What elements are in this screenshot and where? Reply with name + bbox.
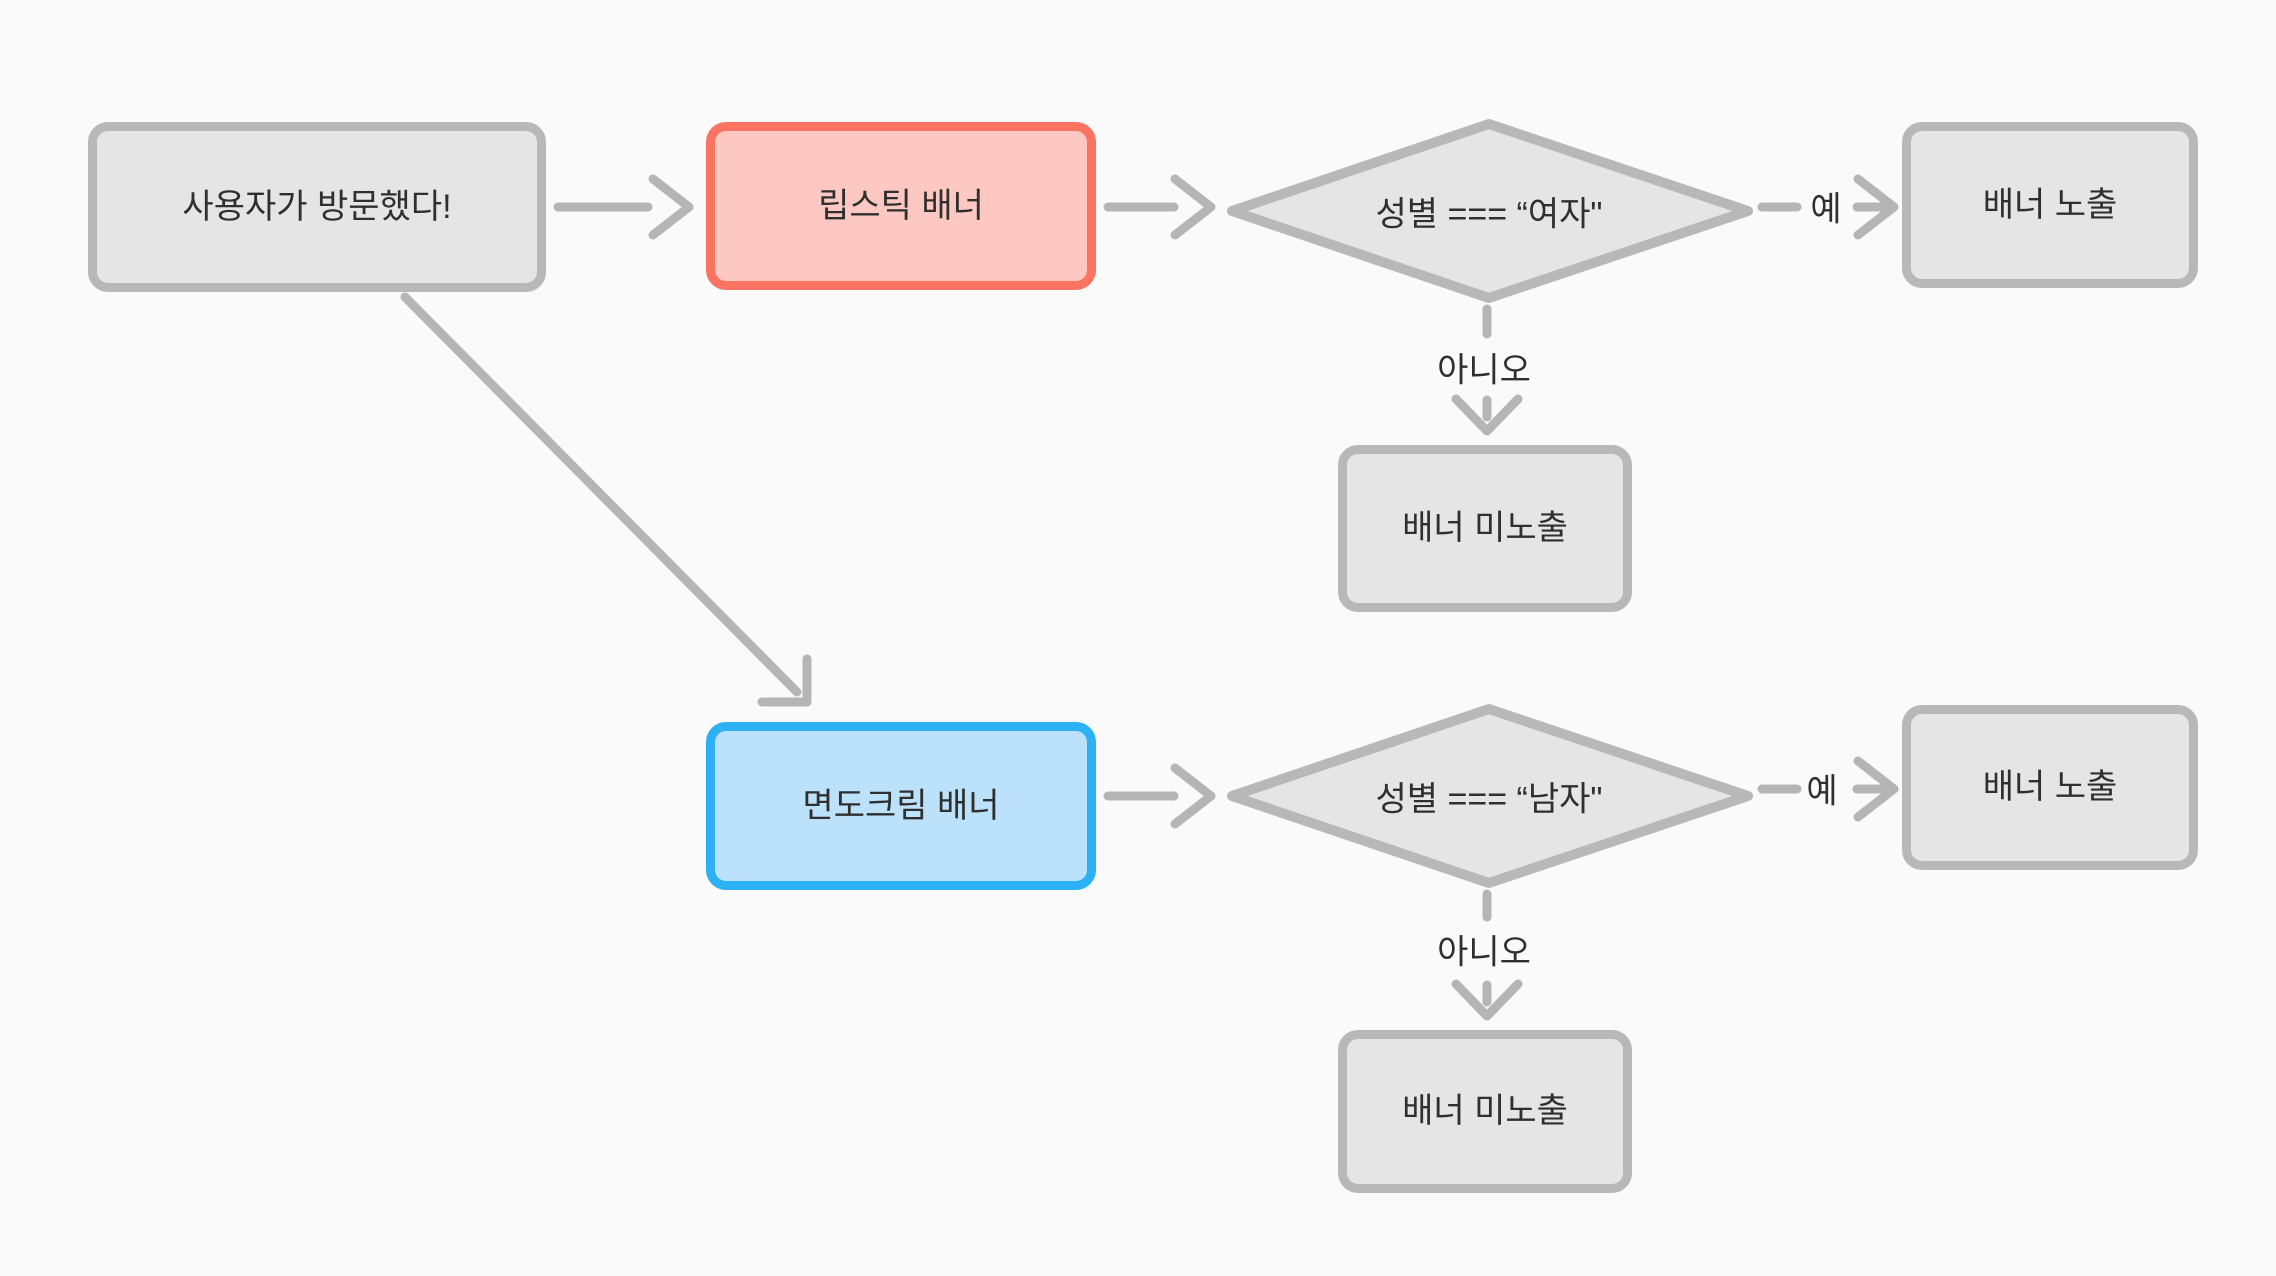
edge-label-no-male: 아니오 [1437, 933, 1531, 972]
node-banner-hidden-male-label: 배너 미노출 [1402, 1092, 1568, 1131]
edge-decision-female-no [1451, 304, 1523, 436]
node-shape-decision-male [1227, 704, 1753, 888]
node-lipstick-banner-label: 립스틱 배너 [818, 186, 984, 225]
node-banner-shown-female: 배너 노출 [1902, 122, 2198, 288]
edge-start-to-lipstick [553, 174, 694, 240]
node-banner-hidden-male: 배너 미노출 [1338, 1030, 1632, 1193]
node-lipstick-banner: 립스틱 배너 [706, 122, 1096, 290]
node-banner-shown-male: 배너 노출 [1902, 705, 2198, 870]
node-user-visited: 사용자가 방문했다! [88, 122, 546, 292]
node-shape-decision-female [1227, 119, 1753, 303]
node-shavingcream-banner-label: 면도크림 배너 [802, 786, 1000, 825]
edge-decision-male-yes [1757, 756, 1899, 822]
node-user-visited-label: 사용자가 방문했다! [182, 187, 452, 226]
edge-lipstick-to-decision-female [1103, 174, 1216, 240]
edge-shaving-to-decision-male [1103, 763, 1216, 829]
node-decision-gender-male-label: 성별 === “남자" [1375, 780, 1603, 819]
edge-decision-female-yes [1757, 174, 1899, 240]
node-banner-shown-male-label: 배너 노출 [1982, 768, 2118, 807]
node-shavingcream-banner: 면도크림 배너 [706, 722, 1096, 890]
node-banner-hidden-female-label: 배너 미노출 [1402, 509, 1568, 548]
node-banner-shown-female-label: 배너 노출 [1982, 185, 2118, 224]
edge-decision-male-no [1451, 889, 1523, 1021]
node-decision-gender-female-label: 성별 === “여자" [1375, 195, 1603, 234]
edge-label-yes-male: 예 [1806, 772, 1838, 811]
edge-label-yes-female: 예 [1810, 190, 1842, 229]
edge-start-to-shaving [400, 292, 812, 707]
node-banner-hidden-female: 배너 미노출 [1338, 445, 1632, 612]
edge-label-no-female: 아니오 [1437, 351, 1531, 390]
